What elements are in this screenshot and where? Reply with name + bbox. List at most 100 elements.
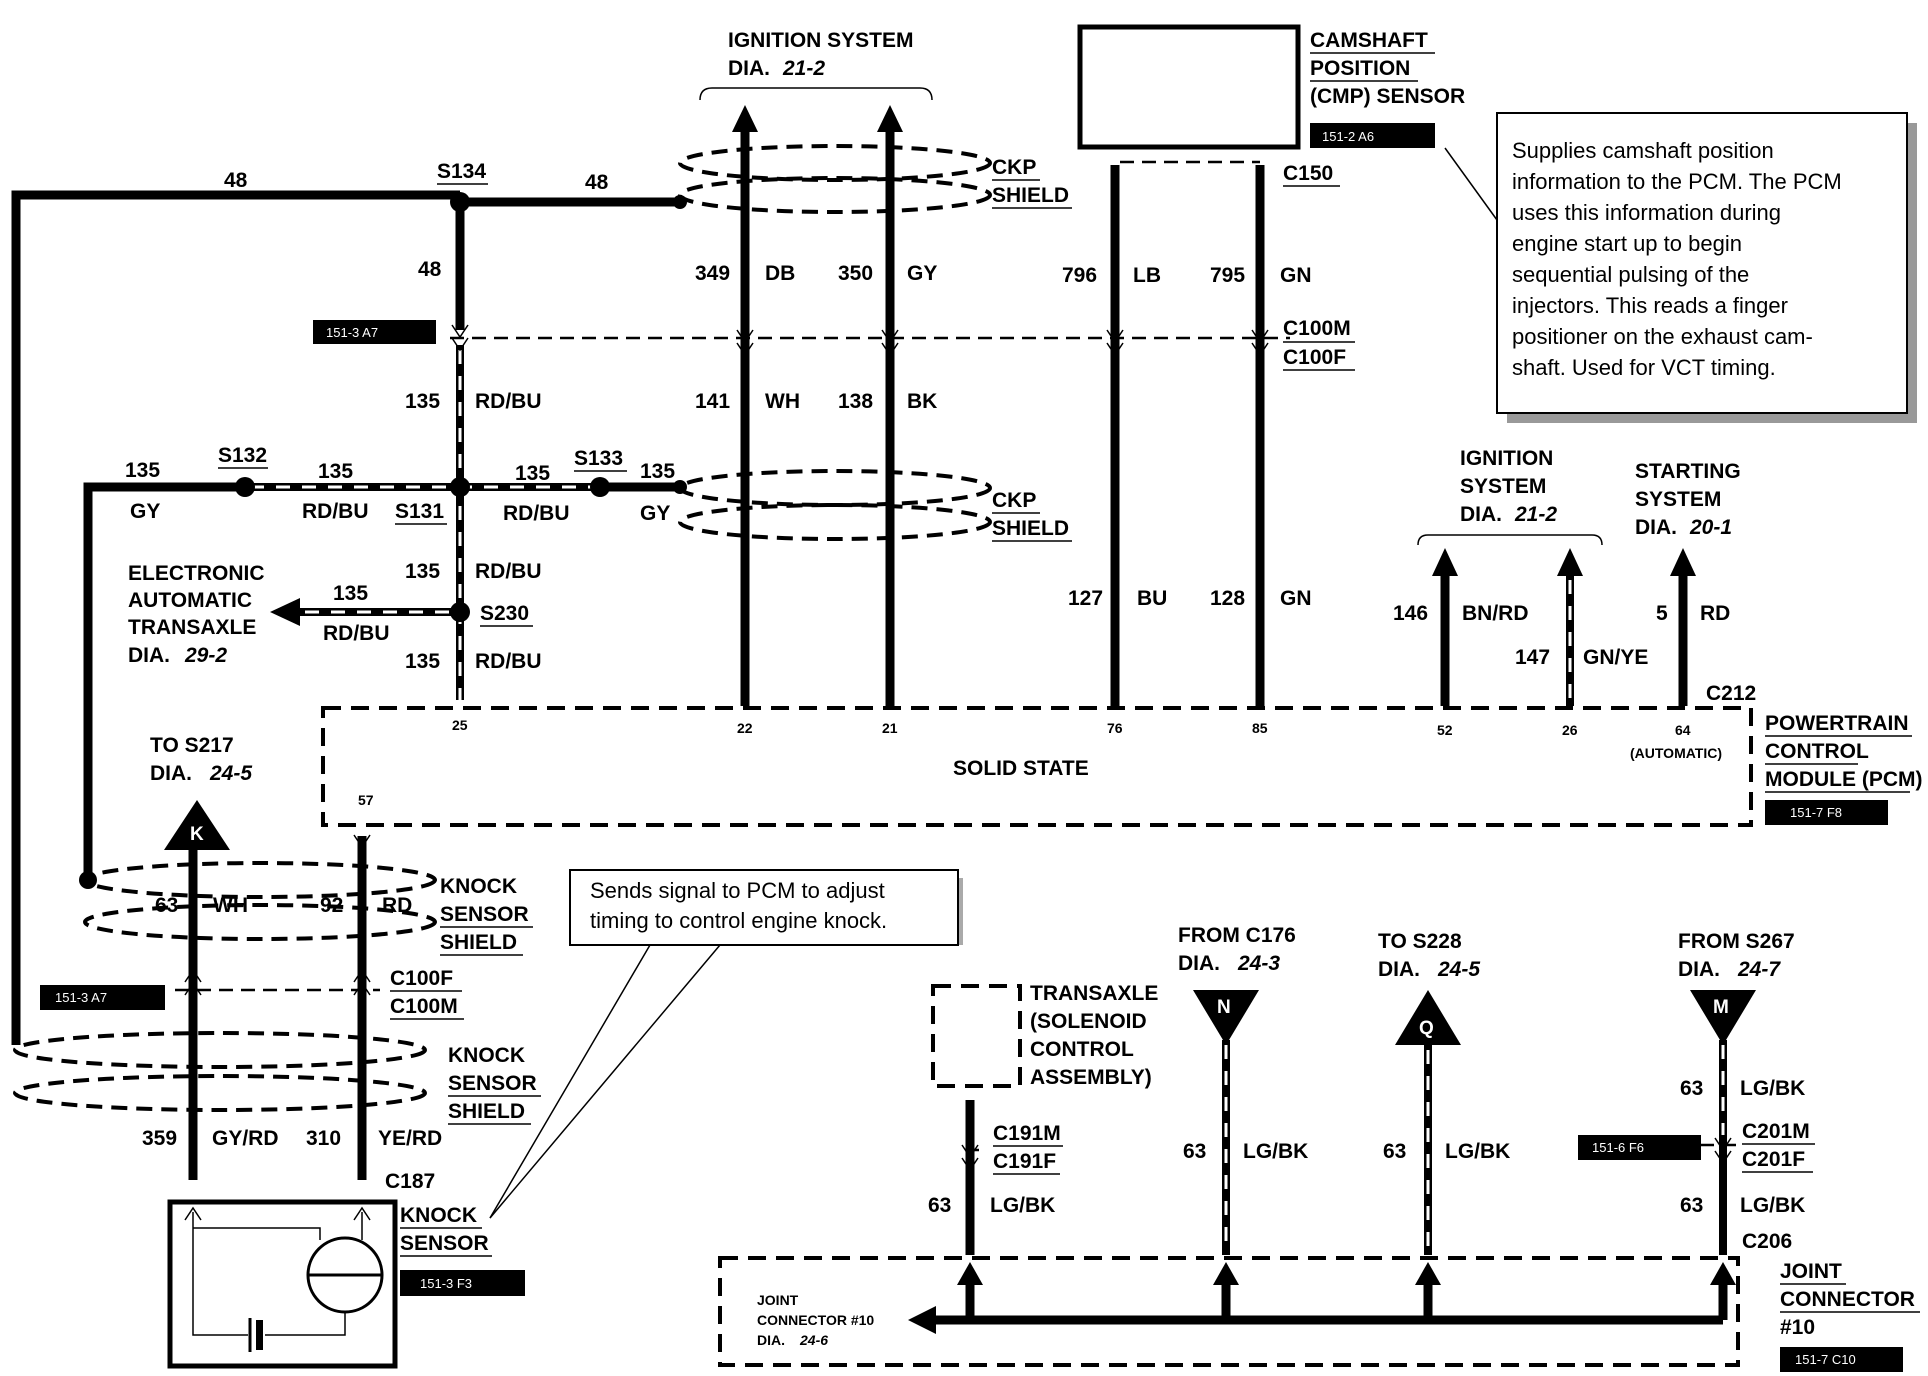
callout-cmp-line-6: injectors. This reads a finger — [1512, 293, 1788, 318]
wire-147[interactable] — [1557, 548, 1583, 706]
cmp-label-1: CAMSHAFT — [1310, 29, 1428, 52]
transaxle-label-3: CONTROL — [1030, 1038, 1134, 1061]
cmp-sensor[interactable] — [1077, 24, 1301, 164]
callout-cmp-line-4: engine start up to begin — [1512, 231, 1742, 256]
joint-label-3: #10 — [1780, 1316, 1815, 1339]
wire-gyrd-label: GY/RD — [212, 1127, 279, 1150]
joint-inner-dia: DIA. — [757, 1332, 785, 1348]
wire-yerd-label: YE/RD — [378, 1127, 442, 1150]
from-c176-label: FROM C176 — [1178, 924, 1296, 947]
connector-c206: C206 — [1742, 1230, 1792, 1253]
cmp-label-2: POSITION — [1310, 57, 1410, 80]
starting-dia: DIA. — [1635, 516, 1677, 539]
pcm-pin-52: 52 — [1437, 722, 1453, 738]
wire-63-m1-label: 63 — [1680, 1077, 1703, 1100]
wire-146[interactable] — [1432, 548, 1458, 706]
wire-135-to-eat[interactable] — [270, 598, 470, 626]
arrow-left-icon — [908, 1306, 936, 1334]
wire-135-rdbu-vertical[interactable] — [451, 337, 469, 700]
callout-cmp-line-3: uses this information during — [1512, 200, 1781, 225]
wire-lgbk-n-label: LG/BK — [1243, 1140, 1308, 1163]
wire-48-label-a: 48 — [224, 169, 248, 192]
to-s217-label: TO S217 — [150, 734, 234, 757]
splice-s131-dot — [450, 477, 470, 497]
wire-rdbu-label-b: RD/BU — [302, 500, 369, 523]
wire-135-label-a: 135 — [405, 390, 440, 413]
wire-wh-label-2: WH — [213, 894, 248, 917]
ignition-right-ref: 21-2 — [1514, 503, 1557, 526]
joint-inner-ref: 24-6 — [799, 1332, 828, 1348]
wire-63-transaxle[interactable] — [961, 1100, 979, 1255]
wire-gy-label-2: GY — [130, 500, 160, 523]
wire-lgbk-m2-label: LG/BK — [1740, 1194, 1805, 1217]
splice-s134: S134 — [437, 160, 486, 183]
knock-shield-1-label-2: SENSOR — [440, 903, 529, 926]
connector-c201f: C201F — [1742, 1148, 1805, 1171]
to-s228-ref: 24-5 — [1437, 958, 1480, 981]
wire-349-141[interactable] — [732, 105, 758, 706]
ignition-right-label-2: SYSTEM — [1460, 475, 1546, 498]
wire-lgbk-q-label: LG/BK — [1445, 1140, 1510, 1163]
pcm-pin-57: 57 — [358, 792, 374, 808]
wire-rdbu-label-e: RD/BU — [323, 622, 390, 645]
transaxle-solenoid[interactable] — [931, 984, 1022, 1088]
cmp-label-3: (CMP) SENSOR — [1310, 85, 1465, 108]
wire-310-label: 310 — [306, 1127, 341, 1150]
eat-label-1: ELECTRONIC — [128, 562, 265, 585]
wire-350-138[interactable] — [877, 105, 903, 706]
wire-135-label-f: 135 — [405, 560, 440, 583]
loc-label-f8: 151-7 F8 — [1790, 805, 1842, 820]
arrow-up-icon — [732, 105, 758, 132]
knock-sensor[interactable] — [167, 1199, 398, 1369]
wire-gy-label: GY — [907, 262, 937, 285]
knock-shield-2-label-2: SENSOR — [448, 1072, 537, 1095]
wire-lb-label: LB — [1133, 264, 1161, 287]
wire-5[interactable] — [1670, 548, 1696, 706]
wire-795-128[interactable] — [1251, 165, 1269, 706]
wire-92-rd-knock[interactable] — [353, 834, 371, 1180]
pcm-pin-21: 21 — [882, 720, 898, 736]
pcm-pin-76: 76 — [1107, 720, 1123, 736]
wire-wh-label: WH — [765, 390, 800, 413]
wire-796-127[interactable] — [1106, 165, 1124, 706]
wire-lgbk-transaxle-label: LG/BK — [990, 1194, 1055, 1217]
ignition-right-label-1: IGNITION — [1460, 447, 1553, 470]
splice-s133-dot — [590, 477, 610, 497]
wire-48[interactable] — [11, 190, 687, 1045]
wire-135-gy-left[interactable] — [79, 482, 245, 889]
splice-s132: S132 — [218, 444, 267, 467]
knock-sensor-label-2: SENSOR — [400, 1232, 489, 1255]
starting-label-1: STARTING — [1635, 460, 1741, 483]
from-s267-label: FROM S267 — [1678, 930, 1795, 953]
splice-s131: S131 — [395, 500, 444, 523]
callout-cmp-line-8: shaft. Used for VCT timing. — [1512, 355, 1776, 380]
wire-135-rdbu-horizontal[interactable] — [235, 477, 687, 497]
connector-c100f: C100F — [1283, 346, 1346, 369]
connector-c201m: C201M — [1742, 1120, 1810, 1143]
wire-92-label: 92 — [320, 894, 343, 917]
wire-350-label: 350 — [838, 262, 873, 285]
connector-c100m: C100M — [1283, 317, 1351, 340]
joint-connector-10[interactable] — [718, 1256, 1740, 1367]
connector-k-letter: K — [190, 824, 204, 845]
callout-knock-line-2: timing to control engine knock. — [590, 908, 887, 933]
arrow-up-icon — [1415, 1262, 1441, 1285]
wire-63-label-knock: 63 — [155, 894, 178, 917]
callout-cmp-line-2: information to the PCM. The PCM — [1512, 169, 1842, 194]
eat-dia: DIA. — [128, 644, 170, 667]
loc-label-f6: 151-6 F6 — [1592, 1140, 1644, 1155]
pcm-label-2: CONTROL — [1765, 740, 1869, 763]
wire-rdbu-label-g: RD/BU — [475, 650, 542, 673]
pcm-box[interactable] — [321, 706, 1753, 827]
pcm-pin-64: 64 — [1675, 722, 1691, 738]
connector-m-letter: M — [1713, 997, 1729, 1018]
joint-label-2: CONNECTOR — [1780, 1288, 1915, 1311]
callout-cmp-line-5: sequential pulsing of the — [1512, 262, 1749, 287]
wire-63-from-s267[interactable] — [1714, 1040, 1732, 1255]
from-s267-ref: 24-7 — [1737, 958, 1781, 981]
ignition-system-top-label: IGNITION SYSTEM DIA. 21-2 — [699, 29, 933, 101]
knock-shield-1-label-1: KNOCK — [440, 875, 517, 898]
wire-135-label-b: 135 — [318, 460, 353, 483]
wire-135-label-d: 135 — [640, 460, 675, 483]
wire-146-label: 146 — [1393, 602, 1428, 625]
